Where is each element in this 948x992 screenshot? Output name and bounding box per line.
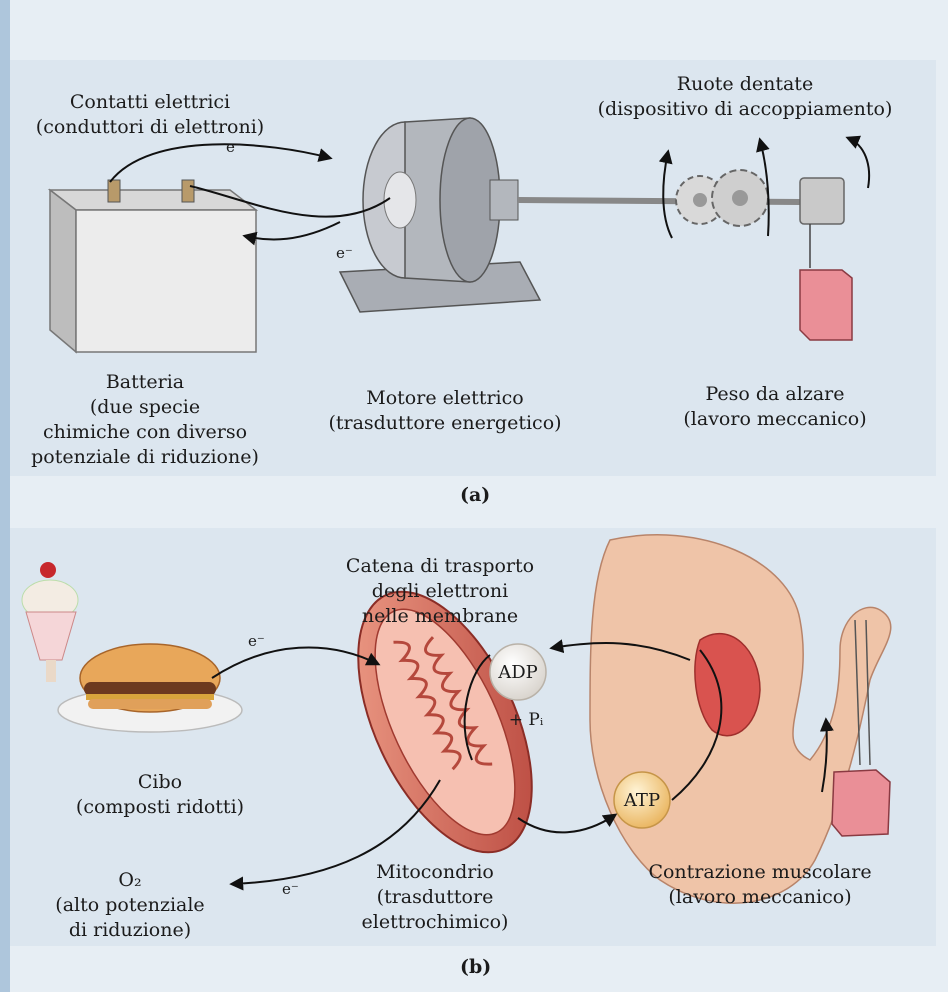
electron-label-in: e⁻ — [248, 632, 265, 650]
muscle-label: Contrazione muscolare (lavoro meccanico) — [610, 860, 910, 910]
left-edge-strip — [0, 0, 10, 992]
battery-illustration — [50, 180, 256, 352]
gears-label: Ruote dentate (dispositivo di accoppiame… — [580, 72, 910, 122]
contacts-label: Contatti elettrici (conduttori di elettr… — [10, 90, 290, 140]
motor-label: Motore elettrico (trasduttore energetico… — [300, 386, 590, 436]
electron-chain-label: Catena di trasporto degli elettroni nell… — [310, 554, 570, 629]
gear-wheels-illustration — [676, 170, 768, 226]
weight-label: Peso da alzare (lavoro meccanico) — [640, 382, 910, 432]
mitochondrion-label: Mitocondrio (trasduttore elettrochimico) — [320, 860, 550, 935]
phosphate-label: + Pᵢ — [496, 708, 556, 733]
atp-label: ATP — [614, 788, 670, 813]
oxygen-label: O₂ (alto potenziale di riduzione) — [20, 868, 240, 943]
electron-label-bottom: e⁻ — [336, 244, 353, 262]
electron-label-out: e⁻ — [282, 880, 299, 898]
panel-a-tag: (a) — [460, 484, 490, 506]
adp-label: ADP — [490, 660, 546, 685]
battery-label: Batteria (due specie chimiche con divers… — [20, 370, 270, 470]
panel-b-tag: (b) — [460, 956, 491, 978]
electron-label-top: e⁻ — [226, 138, 243, 156]
food-label: Cibo (composti ridotti) — [40, 770, 280, 820]
